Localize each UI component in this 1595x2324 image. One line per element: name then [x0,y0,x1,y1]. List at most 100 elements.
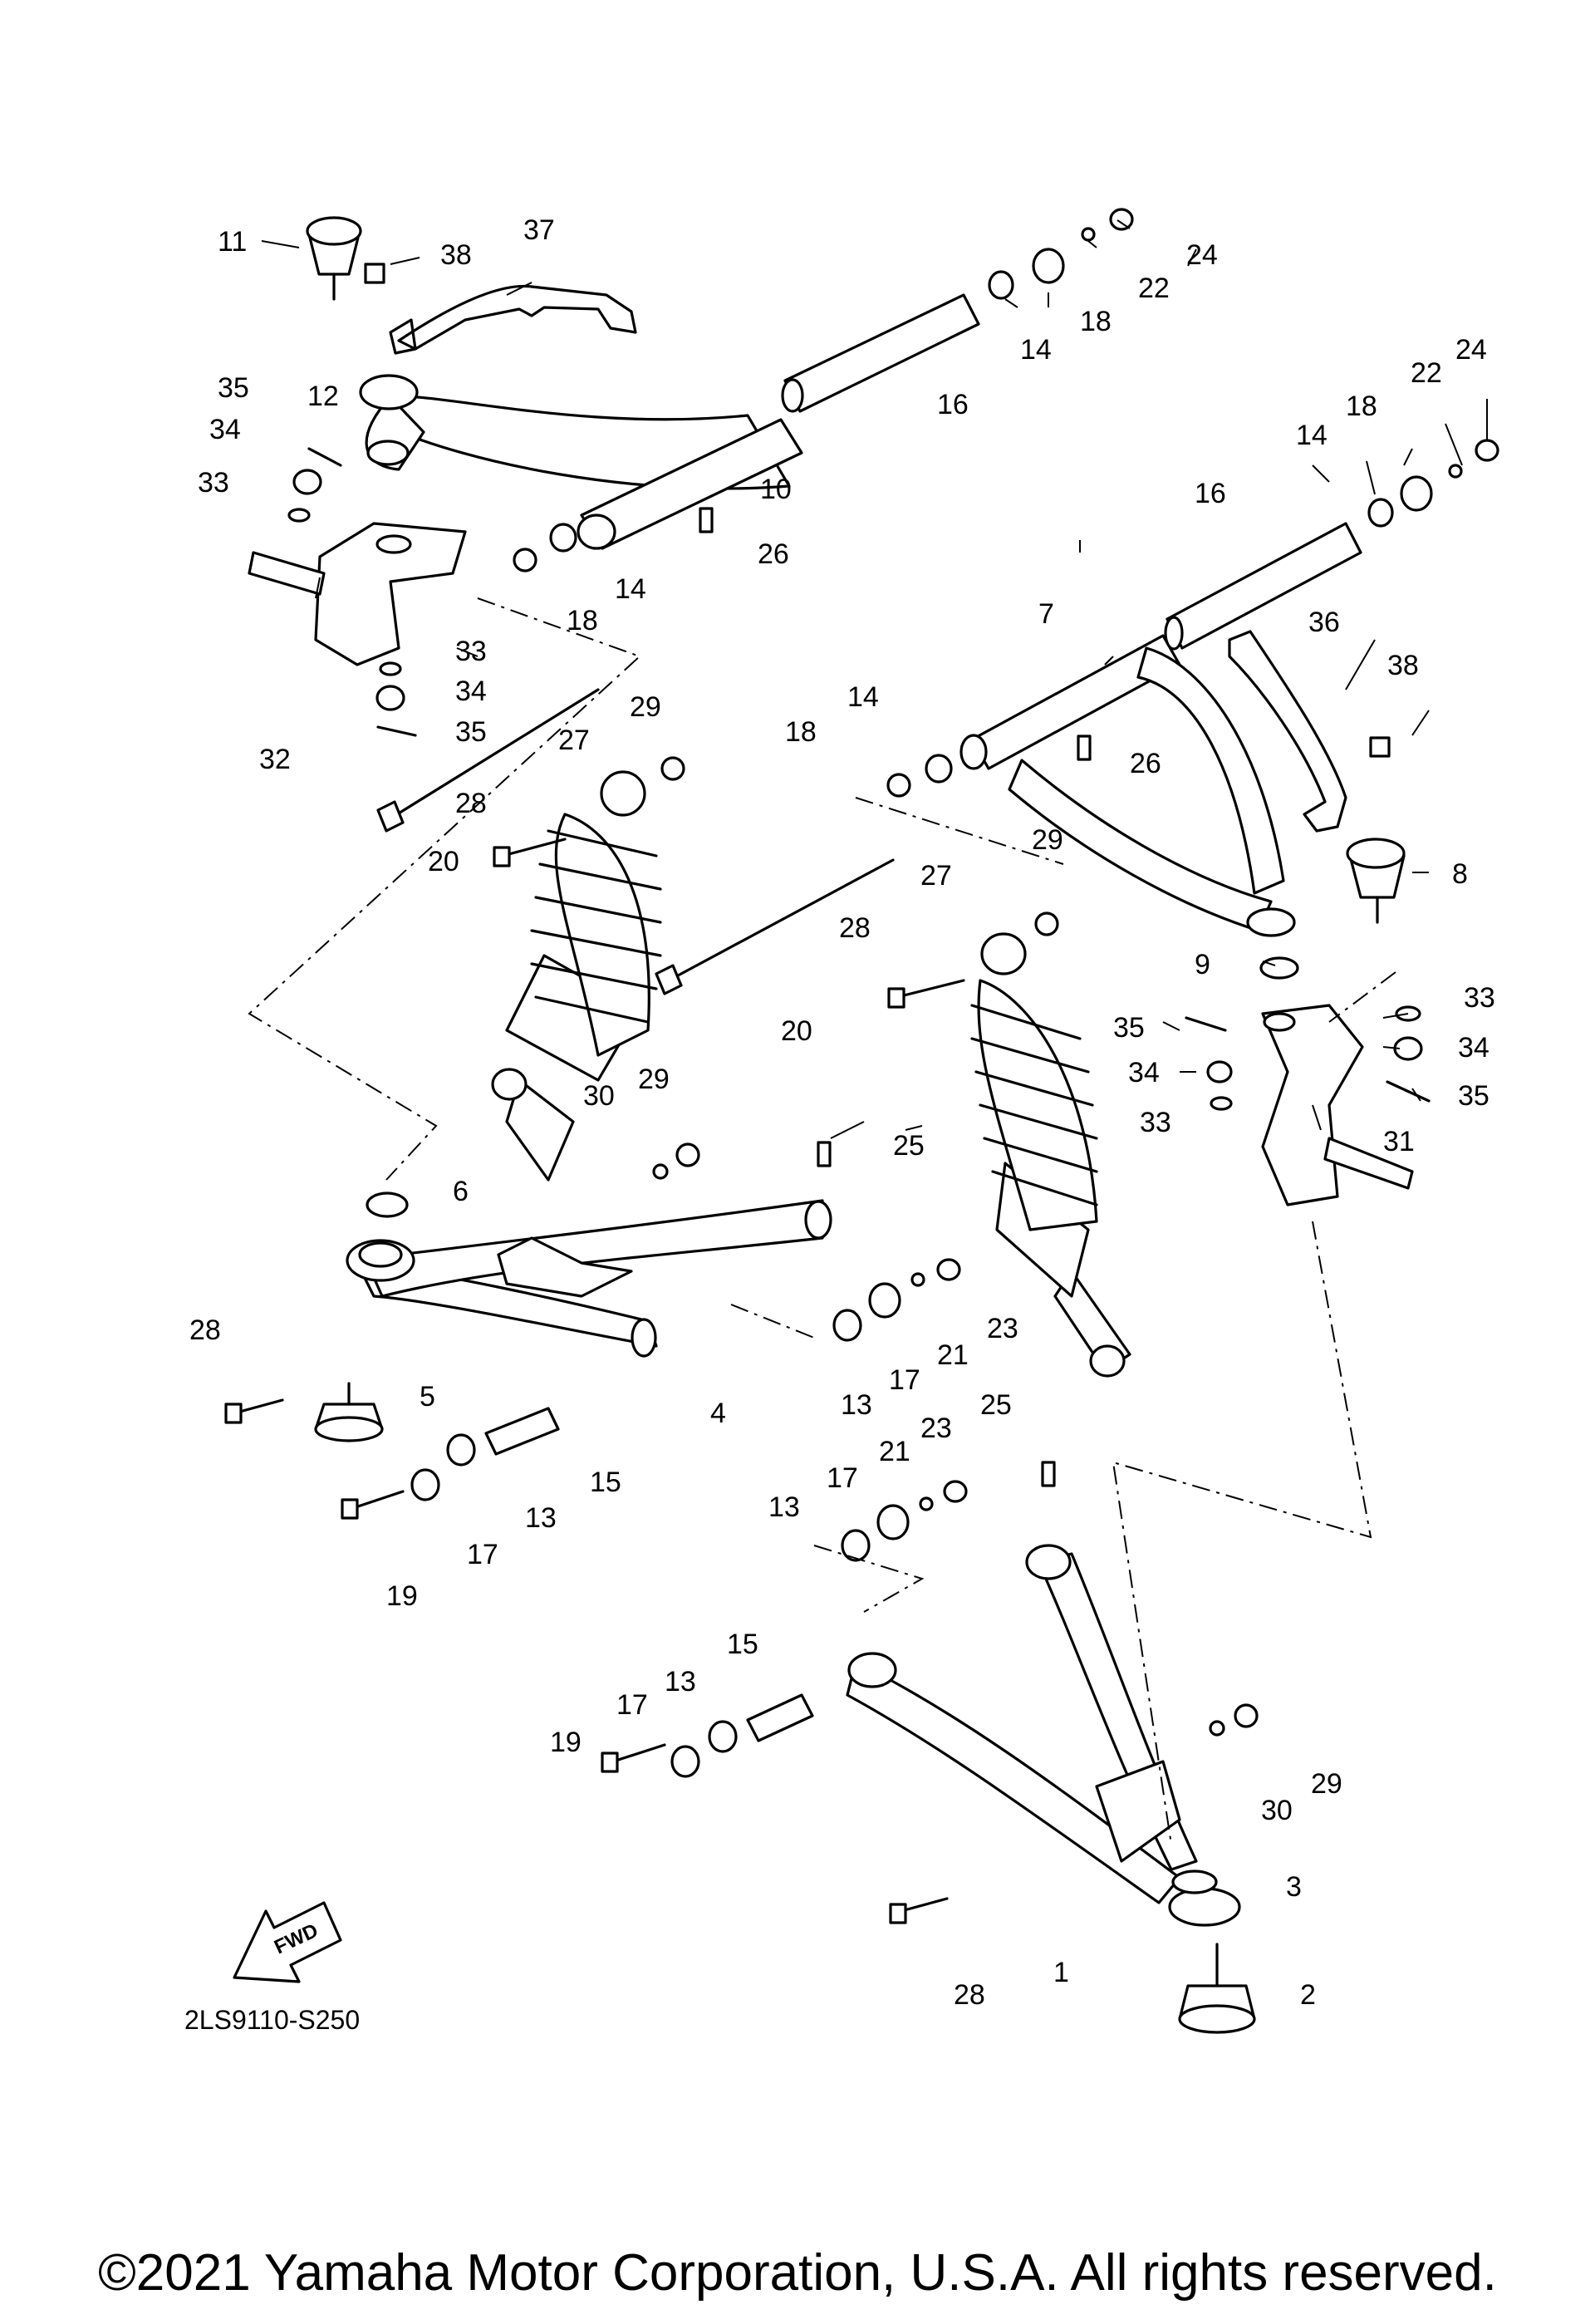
callout-23b: 23 [920,1413,952,1444]
bolt-28-a [493,838,567,867]
callout-33d: 33 [1140,1107,1171,1138]
callout-15b: 15 [727,1629,758,1660]
callout-17b: 17 [827,1462,858,1494]
callout-35b: 35 [455,716,487,748]
callout-38: 38 [440,239,472,271]
callout-19: 19 [386,1580,418,1612]
bracket-36 [1228,630,1347,833]
callout-34d: 34 [1128,1057,1160,1088]
callout-28c: 28 [189,1314,221,1346]
callout-8: 8 [1452,858,1468,890]
callout-16: 16 [937,389,969,420]
callout-14: 14 [1020,334,1052,366]
callout-30: 30 [583,1080,615,1112]
ball-joint-11 [306,216,362,301]
callout-6: 6 [453,1176,469,1207]
bolt-20-right [655,858,895,995]
callout-3: 3 [1286,1871,1302,1903]
callout-34: 34 [209,414,241,445]
callout-35d: 35 [1458,1080,1489,1112]
callout-37: 37 [523,214,555,246]
bolt-19-b [601,1743,666,1773]
callout-20b: 20 [781,1015,812,1047]
knuckle-32 [248,522,467,666]
lower-arm-4 [346,1199,832,1358]
callout-34b: 34 [455,676,487,707]
ball-joint-8 [1346,838,1406,924]
callout-25: 25 [893,1130,925,1162]
callout-24: 24 [1186,239,1218,271]
callout-5: 5 [420,1381,435,1413]
callout-22b: 22 [1411,357,1442,389]
callout-18: 18 [1080,306,1112,337]
bolt-19-a [341,1490,405,1520]
callout-32: 32 [259,744,291,775]
diagram-code: 2LS9110-S250 [184,2005,361,2035]
callout-18b: 18 [567,605,598,636]
knuckle-31 [1261,1004,1414,1206]
callout-10: 10 [760,474,792,505]
shock-absorber-right [970,932,1131,1378]
shock-absorber-left [491,770,662,1182]
callout-29d: 29 [1311,1768,1342,1800]
callout-25b: 25 [980,1389,1012,1421]
upper-arm-7 [959,634,1296,937]
callout-17: 17 [889,1364,920,1396]
callout-14d: 14 [847,681,879,713]
callout-16b: 16 [1195,478,1226,509]
callout-18d: 18 [785,716,817,748]
callout-22: 22 [1138,273,1170,304]
callout-2: 2 [1300,1979,1316,2011]
callout-20: 20 [428,846,459,877]
fwd-arrow: FWD [233,1901,342,1983]
callouts: 11 38 37 24 22 18 14 16 35 12 34 33 10 2… [189,214,1495,2011]
callout-26b: 26 [1130,748,1161,779]
ball-joint-5 [314,1382,384,1442]
copyright-notice: ©2021 Yamaha Motor Corporation, U.S.A. A… [98,2244,1497,2302]
callout-34c: 34 [1458,1032,1489,1064]
callout-29: 29 [630,691,661,723]
callout-28: 28 [455,788,487,819]
bracket-37 [389,284,637,355]
callout-33: 33 [198,467,229,499]
callout-9: 9 [1195,949,1210,980]
callout-4: 4 [710,1398,726,1429]
callout-28d: 28 [954,1979,985,2011]
callout-15: 15 [590,1467,621,1498]
callout-29c: 29 [638,1064,670,1095]
callout-13c: 13 [525,1502,557,1534]
callout-38b: 38 [1387,650,1419,681]
callout-21b: 21 [879,1436,910,1467]
callout-30b: 30 [1261,1795,1293,1826]
callout-35c: 35 [1113,1012,1145,1044]
callout-13b: 13 [768,1491,800,1523]
callout-36: 36 [1308,607,1340,638]
pivot-tube-16-top [781,293,980,413]
reference-lines [248,597,1396,1845]
callout-35: 35 [218,372,249,404]
bolt-28-c [224,1398,284,1424]
leader-lines [261,219,1488,1139]
callout-17c: 17 [467,1539,498,1570]
callout-33c: 33 [1464,982,1495,1014]
callout-27b: 27 [920,860,952,892]
callout-26: 26 [758,538,789,570]
callout-13d: 13 [665,1666,696,1698]
ball-joint-2 [1178,1943,1256,2034]
callout-19b: 19 [550,1727,582,1758]
bolt-20-left [376,688,600,833]
callout-17d: 17 [616,1689,648,1721]
upper-arm-10 [359,374,803,550]
callout-21: 21 [937,1339,969,1371]
callout-14c: 14 [1296,420,1328,451]
callout-14b: 14 [615,573,646,605]
callout-13: 13 [841,1389,872,1421]
lower-arm-1 [846,1544,1241,1927]
callout-29b: 29 [1032,824,1063,856]
callout-33b: 33 [455,636,487,667]
bolt-28-d [889,1897,949,1924]
bolt-28-b [887,979,965,1009]
callout-18c: 18 [1346,391,1377,422]
callout-31: 31 [1383,1126,1415,1157]
